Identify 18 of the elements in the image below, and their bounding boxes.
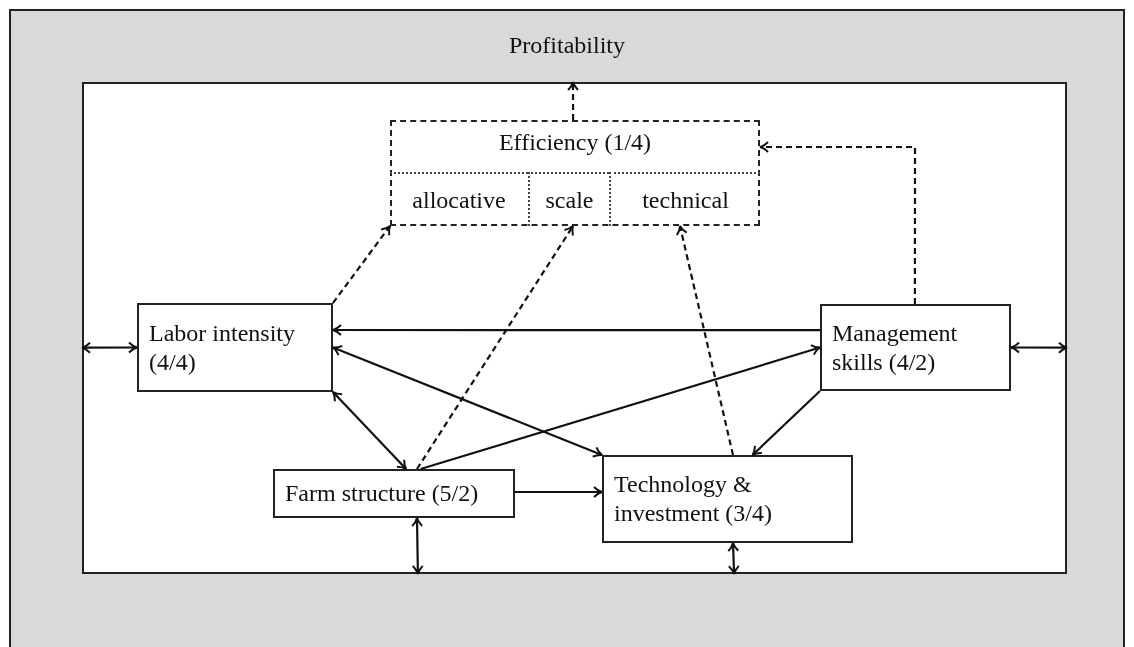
process-box [273, 469, 515, 518]
node-label: Management skills (4/2) [832, 318, 959, 377]
dashed-cell [609, 172, 760, 226]
outer-panel [9, 9, 1125, 647]
node-label: scale [545, 185, 594, 215]
node-label: Labor intensity (4/4) [149, 318, 296, 377]
process-box [820, 304, 1011, 391]
node-label: technical [642, 185, 729, 215]
dashed-group-box [390, 120, 760, 226]
node-label: allocative [412, 185, 506, 215]
process-box [602, 455, 853, 543]
node-label: Efficiency (1/4) [497, 128, 653, 157]
node-label: Farm structure (5/2) [285, 479, 479, 508]
process-box [137, 303, 333, 392]
node-label: Profitability [508, 31, 626, 60]
dashed-cell [528, 172, 609, 226]
node-label: Technology & investment (3/4) [614, 470, 773, 528]
inner-panel [82, 82, 1067, 574]
